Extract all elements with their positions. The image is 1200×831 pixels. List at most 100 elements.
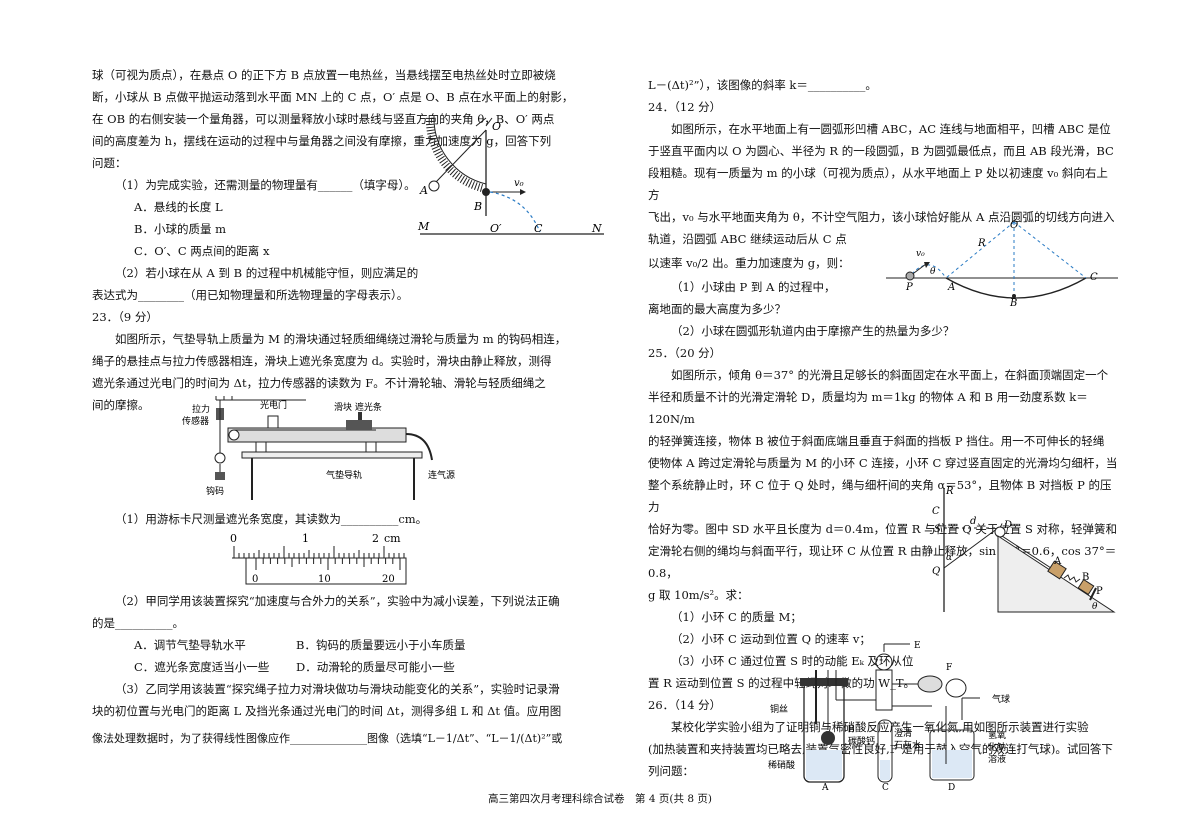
q23-tail: L－(Δt)²”），该图像的斜率 k＝__________。 <box>648 78 877 92</box>
fig26-label-naoh1: 氢氧 <box>988 729 1006 741</box>
q24-line-3: 段粗糙。现有一质量为 m 的小球（可视为质点），从水平地面上 P 处以初速度 v… <box>648 166 1108 202</box>
q25-sub3-line-2: 置 R 运动到位置 S 的过程中轻绳对环做的功 W_T。 <box>648 676 916 690</box>
q23-option-row-1: A．调节气垫导轨水平 B．钩码的质量要远小于小车质量 <box>92 634 612 656</box>
q23-line-3: 遮光条通过光电门的时间为 Δt，拉力传感器的读数为 F。不计滑轮轴、滑轮与轻质细… <box>92 376 546 390</box>
fig23-label-weight: 钩码 <box>206 485 224 497</box>
q22-sub2-line-2: 表达式为________（用已知物理量和所选物理量的字母表示）。 <box>92 288 409 302</box>
q22-sub1: （1）为完成实验，还需测量的物理量有______（填字母）。 <box>115 178 416 192</box>
caliper-unit: cm <box>384 532 401 545</box>
q25-line-3: 的轻弹簧连接，物体 B 被位于斜面底端且垂直于斜面的挡板 P 挡住。用一不可伸长… <box>648 434 1105 448</box>
q25-sub2: （2）小环 C 运动到位置 Q 的速率 v； <box>671 632 871 646</box>
caliper-vernier-10: 10 <box>318 574 331 585</box>
q25-line-5: 整个系统静止时，环 C 位于 Q 处时，绳与细杆间的夹角 α＝53°，且物体 B… <box>648 478 1112 514</box>
fig22-label-o: O <box>492 120 501 133</box>
fig23-label-air: 连气源 <box>428 469 455 481</box>
q24-sub2: （2）小球在圆弧形轨道内由于摩擦产生的热量为多少？ <box>671 324 955 338</box>
fig25-label-r: R <box>945 486 954 497</box>
fig25-label-dd: D <box>1003 520 1012 531</box>
fig26-label-a: A <box>821 783 829 792</box>
fig26-label-e: E <box>914 641 921 651</box>
fig22-label-b: B <box>473 200 482 213</box>
fig23-label-slider: 滑块 遮光条 <box>334 401 382 413</box>
q25-line-8: g 取 10m/s²。求： <box>648 588 749 602</box>
fig24-label-v: v₀ <box>916 249 925 259</box>
fig22-label-c: C <box>534 222 543 235</box>
q23-option-b: B．钩码的质量要远小于小车质量 <box>296 638 466 652</box>
q24-line-1: 如图所示，在水平地面上有一圆弧形凹槽 ABC，AC 连线与地面相平，凹槽 ABC… <box>671 122 1111 136</box>
fig23-label-gate: 光电门 <box>260 399 287 411</box>
q26-heading: 26．（14 分） <box>648 698 722 712</box>
q23-line-1: 如图所示，气垫导轨上质量为 M 的滑块通过轻质细绳绕过滑轮与质量为 m 的钩码相… <box>115 332 567 346</box>
fig22-label-a: A <box>419 184 428 197</box>
fig26-label-d: D <box>948 783 955 792</box>
fig25-label-c: C <box>932 506 940 517</box>
fig23-label-sensor2: 传感器 <box>182 415 209 427</box>
fig25-label-q: Q <box>932 566 940 577</box>
pendulum-figure: O A B v₀ M O′ C N <box>417 115 604 235</box>
fig26-label-f: F <box>946 663 952 673</box>
fig24-label-a: A <box>947 282 955 293</box>
fig25-label-theta: θ <box>1092 602 1098 612</box>
q23-option-a: A．调节气垫导轨水平 <box>134 638 246 652</box>
arc-groove-figure: O R v₀ θ P A B C <box>886 220 1118 308</box>
q23-line-2: 绳子的悬挂点与拉力传感器相连，滑块上遮光条宽度为 d。实验时，滑块由静止释放，测… <box>92 354 552 368</box>
q23-line-4: 间的摩擦。 <box>92 398 150 412</box>
fig26-label-c: C <box>882 783 889 792</box>
q24-line-5: 轨道，沿圆弧 ABC 继续运动后从 C 点 <box>648 232 847 246</box>
caliper-vernier-0: 0 <box>252 574 258 585</box>
incline-figure: R C S d D α Q A B P θ <box>932 486 1116 613</box>
vernier-caliper-figure: 0 1 2 cm 0 10 20 <box>230 532 407 585</box>
q25-heading: 25．（20 分） <box>648 346 722 360</box>
fig22-label-v: v₀ <box>514 178 524 189</box>
q22-sub2-line-1: （2）若小球在从 A 到 B 的过程中机械能守恒，则应满足的 <box>115 266 419 280</box>
q25-line-4: 使物体 A 跨过定滑轮与质量为 M 的小环 C 连接，小环 C 穿过竖直固定的光… <box>648 456 1118 470</box>
q25-sub1: （1）小环 C 的质量 M； <box>671 610 802 624</box>
fig26-label-balloon: 气球 <box>992 693 1010 705</box>
caliper-main-0: 0 <box>230 532 237 545</box>
fig26-label-b: B <box>848 725 855 735</box>
q22-line-2: 断，小球从 B 点做平抛运动落到水平面 MN 上的 C 点，O′ 点是 O、B … <box>92 90 574 104</box>
q23-option-c: C．遮光条宽度适当小一些 <box>134 660 270 674</box>
page-footer: 高三第四次月考理科综合试卷 第 4 页(共 8 页) <box>488 793 712 805</box>
fig25-label-d: d <box>970 516 976 527</box>
fig23-label-sensor: 拉力 <box>192 403 210 415</box>
q22-option-c: C．O′、C 两点间的距离 x <box>134 244 270 258</box>
fig26-label-acid: 稀硝酸 <box>768 759 795 771</box>
q25-line-2: 半径和质量不计的光滑定滑轮 D，质量均为 m＝1kg 的物体 A 和 B 用一劲… <box>648 390 1088 426</box>
fig24-label-o: O <box>1010 220 1018 231</box>
q22-line-5: 问题： <box>92 156 127 170</box>
q23-sub3-line-1: （3）乙同学用该装置“探究绳子拉力对滑块做功与滑块动能变化的关系”，实验时记录滑 <box>115 682 560 696</box>
fig24-label-b: B <box>1009 298 1017 308</box>
fig25-label-alpha: α <box>946 553 952 563</box>
q23-sub3-line-3: 像法处理数据时，为了获得线性图像应作______________图像（选填“L－… <box>92 732 563 745</box>
q25-line-1: 如图所示，倾角 θ＝37° 的光滑且足够长的斜面固定在水平面上，在斜面顶端固定一… <box>671 368 1109 382</box>
air-track-figure: 拉力 传感器 光电门 滑块 遮光条 气垫导轨 连气源 钩码 <box>182 396 455 500</box>
q22-option-a: A．悬线的长度 L <box>134 200 223 214</box>
q23-option-row-2: C．遮光条宽度适当小一些 D．动滑轮的质量尽可能小一些 <box>92 656 612 678</box>
fig24-label-c: C <box>1090 272 1098 283</box>
q22-line-3: 在 OB 的右侧安装一个量角器，可以测量释放小球时悬线与竖直方向的夹角 θ，B、… <box>92 112 555 126</box>
q24-sub1-line-1: （1）小球由 P 到 A 的过程中， <box>671 280 836 294</box>
fig25-label-s: S <box>934 524 941 535</box>
chemistry-apparatus-figure: 铜丝 稀硝酸 碳酸钙 澄清 石灰水 氢氧 化钠 溶液 气球 A B C D E … <box>768 641 1010 792</box>
fig25-label-b: B <box>1082 572 1089 583</box>
q22-line-1: 球（可视为质点），在悬点 O 的正下方 B 点放置一电热丝，当悬线摆至电热丝处时… <box>92 68 556 82</box>
q23-sub2-line-2: 的是__________。 <box>92 616 184 630</box>
fig25-label-a: A <box>1053 556 1062 567</box>
q24-heading: 24．（12 分） <box>648 100 722 114</box>
q26-line-1: 某校化学实验小组为了证明铜与稀硝酸反应产生一氧化氮,用如图所示装置进行实验 <box>671 720 1089 734</box>
caliper-main-2: 2 <box>372 532 379 545</box>
fig26-label-lime2: 石灰水 <box>894 739 921 751</box>
fig26-label-copper: 铜丝 <box>770 703 788 715</box>
q26-line-3: 列问题： <box>648 764 694 778</box>
fig26-label-naoh3: 溶液 <box>988 753 1006 765</box>
fig22-label-o2: O′ <box>490 222 502 235</box>
q24-sub1-line-2: 离地面的最大高度为多少？ <box>648 302 786 316</box>
fig26-label-naoh2: 化钠 <box>988 741 1006 753</box>
q23-sub2-line-1: （2）甲同学用该装置探究“加速度与合外力的关系”，实验中为减小误差，下列说法正确 <box>115 594 560 608</box>
fig24-label-theta: θ <box>930 267 936 277</box>
q23-sub1: （1）用游标卡尺测量遮光条宽度，其读数为__________cm。 <box>115 512 428 526</box>
fig25-label-p: P <box>1096 586 1103 597</box>
caliper-main-1: 1 <box>302 532 309 545</box>
fig24-label-r: R <box>977 238 986 249</box>
